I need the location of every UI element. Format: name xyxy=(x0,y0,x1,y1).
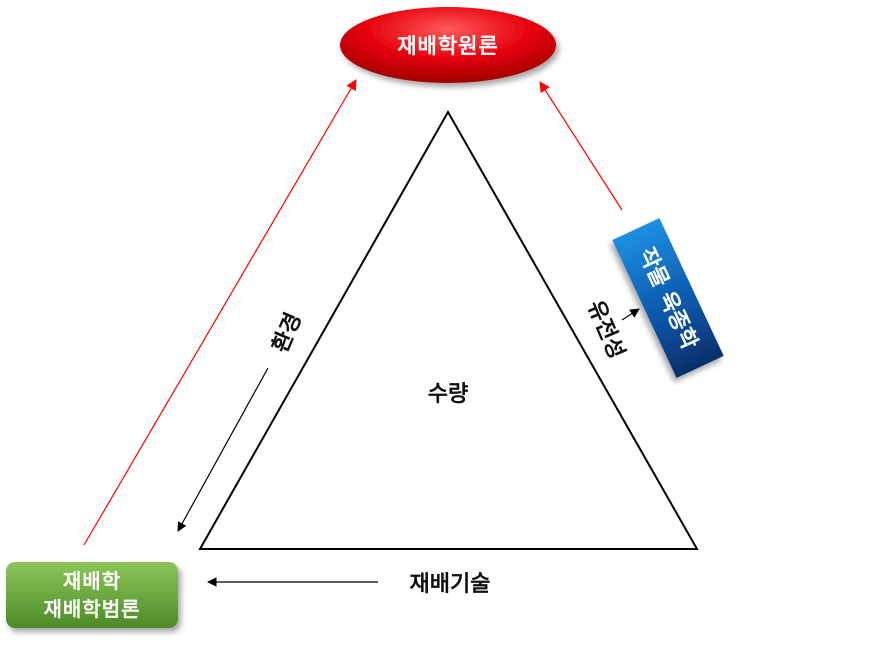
title-label: 재배학원론 xyxy=(397,34,499,58)
yield-triangle xyxy=(198,109,699,550)
cultivation-technique-label: 재배기술 xyxy=(409,572,491,597)
right-red-arrow xyxy=(539,81,623,211)
cultivation-node-shape xyxy=(6,562,178,628)
breeding-box-shape xyxy=(612,218,724,378)
cultivation-node-line2: 재배학범론 xyxy=(43,597,141,621)
left-red-arrow xyxy=(83,79,357,546)
title-node[interactable]: 재배학원론 xyxy=(340,6,556,84)
yield-label: 수량 xyxy=(427,382,469,407)
cultivation-node-line1: 재배학 xyxy=(62,569,122,593)
environment-arrow xyxy=(177,367,269,532)
genetics-arrow xyxy=(621,308,640,321)
title-node-shape xyxy=(340,7,556,83)
cultivation-node[interactable]: 재배학 재배학범론 xyxy=(6,562,178,628)
